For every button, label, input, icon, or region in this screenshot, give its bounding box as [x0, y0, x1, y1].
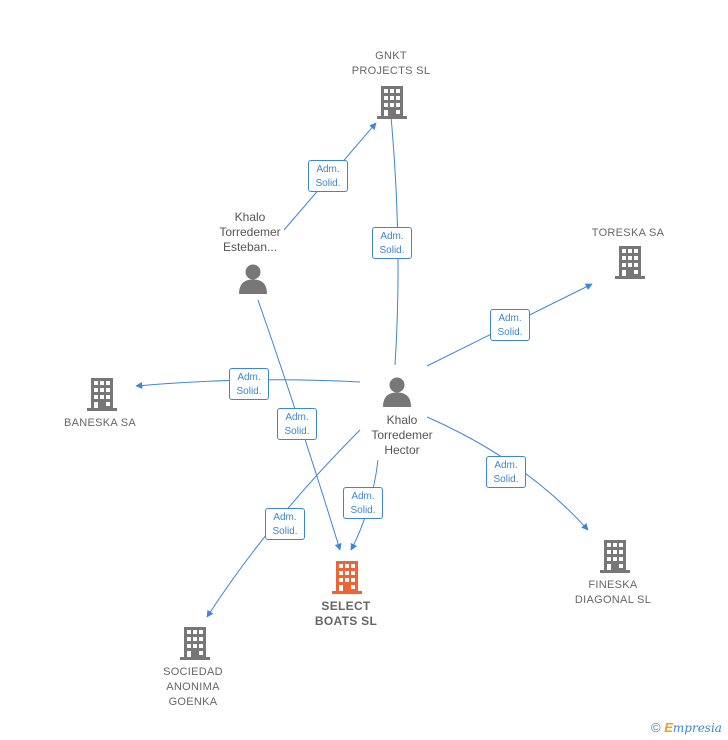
building-icon[interactable]	[377, 86, 407, 119]
node-label-gnkt[interactable]: GNKT PROJECTS SL	[351, 50, 431, 77]
copyright-symbol: ©	[651, 720, 661, 735]
node-label-khalo-hector[interactable]: Khalo Torredemer Hector	[371, 413, 433, 457]
edge-label-esteban-select-boats[interactable]: Adm. Solid.	[277, 408, 317, 440]
node-label-fineska[interactable]: FINESKA DIAGONAL SL	[574, 579, 652, 606]
edge-label-hector-gnkt[interactable]: Adm. Solid.	[372, 227, 412, 259]
edge-label-hector-fineska[interactable]: Adm. Solid.	[486, 456, 526, 488]
person-icon[interactable]	[383, 377, 411, 408]
brand-name: mpresia	[672, 721, 722, 735]
node-label-goenka[interactable]: SOCIEDAD ANONIMA GOENKA	[163, 666, 223, 708]
node-label-select-boats[interactable]: SELECT BOATS SL	[314, 599, 378, 628]
edge-label-esteban-gnkt[interactable]: Adm. Solid.	[308, 160, 348, 192]
edges	[135, 105, 593, 618]
building-icon[interactable]	[600, 540, 630, 573]
edge-label-hector-baneska[interactable]: Adm. Solid.	[229, 368, 269, 400]
edge-label-hector-select-boats[interactable]: Adm. Solid.	[343, 487, 383, 519]
building-icon[interactable]	[332, 561, 362, 594]
edge-label-hector-goenka[interactable]: Adm. Solid.	[265, 508, 305, 540]
empresia-watermark[interactable]: © Empresia	[651, 720, 722, 735]
edge-label-hector-toreska[interactable]: Adm. Solid.	[490, 309, 530, 341]
building-icon[interactable]	[180, 627, 210, 660]
node-label-baneska[interactable]: BANESKA SA	[63, 417, 137, 429]
brand-initial: E	[664, 720, 673, 735]
node-label-toreska[interactable]: TORESKA SA	[591, 227, 665, 239]
building-icon[interactable]	[87, 378, 117, 411]
person-icon[interactable]	[239, 264, 267, 295]
building-icon[interactable]	[615, 246, 645, 279]
node-label-khalo-esteban[interactable]: Khalo Torredemer Esteban...	[219, 210, 281, 254]
